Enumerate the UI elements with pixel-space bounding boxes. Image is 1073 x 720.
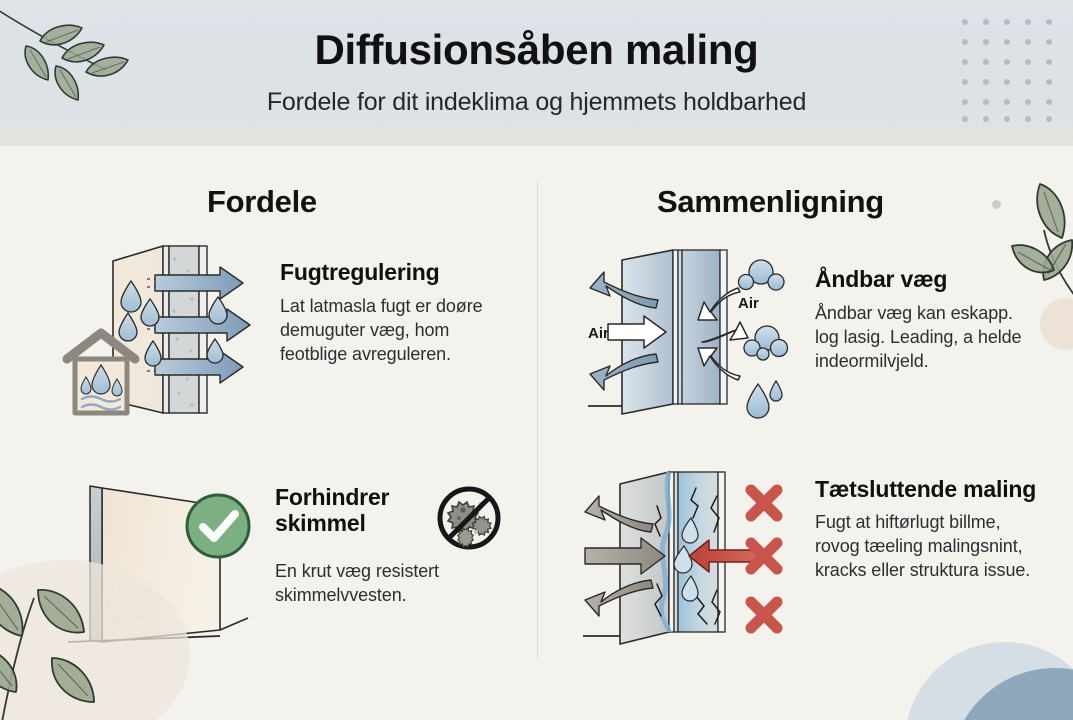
dot-grid-pattern <box>962 19 1052 122</box>
card-text-taetsluttende-maling: Tætsluttende maling Fugt at hiftørlugt b… <box>815 476 1045 583</box>
card-title: Fugtregulering <box>280 259 440 285</box>
column-heading-sammenligning: Sammenligning <box>657 184 884 219</box>
card-text-fugtregulering: Fugtregulering Lat latmasla fugt er doør… <box>280 259 495 367</box>
card-body: En krut væg resistert skimmelvvesten. <box>275 561 439 605</box>
card-body: Lat latmasla fugt er doøre demuguter væg… <box>280 296 483 364</box>
clean-wall-with-check-badge <box>67 485 251 643</box>
card-body: Fugt at hiftørlugt billme, rovog tæeling… <box>815 512 1031 581</box>
breathable-wall-airflow-diagram: Air Air <box>588 249 789 419</box>
house-icon <box>62 328 140 416</box>
header-band: Diffusionsåben maling Fordele for dit in… <box>0 0 1073 146</box>
card-body: Åndbar væg kan eskapp. log lasig. Leadin… <box>815 303 1022 371</box>
card-fugtregulering: Fugtregulering Lat latmasla fugt er doør… <box>55 241 525 436</box>
air-label-right: Air <box>738 295 759 312</box>
sealed-wall-trapped-moisture-diagram <box>583 471 783 645</box>
column-heading-fordele: Fordele <box>207 184 317 219</box>
air-label-left: Air <box>588 325 609 342</box>
column-divider <box>537 182 538 658</box>
card-title: Tætsluttende maling <box>815 476 1037 502</box>
card-title: Åndbar væg <box>815 266 948 292</box>
card-text-forhindrer-skimmel: Forhindrer skimmel <box>275 484 505 608</box>
content-area: Fordele Sammenligning <box>0 146 1073 720</box>
cross-icon-group <box>745 484 783 634</box>
card-text-aandbar-vaeg: Åndbar væg Åndbar væg kan eskapp. log la… <box>815 266 1040 374</box>
page-subtitle: Fordele for dit indeklima og hjemmets ho… <box>266 88 807 116</box>
page-title: Diffusionsåben maling <box>314 26 759 73</box>
card-taetsluttende-maling: Tætsluttende maling Fugt at hiftørlugt b… <box>565 466 1055 666</box>
card-aandbar-vaeg: Air Air Åndbar væg Åndbar væg k <box>570 246 1050 436</box>
card-title: Forhindrer skimmel <box>275 484 390 537</box>
no-mold-icon <box>437 486 501 550</box>
check-circle-icon <box>185 493 251 559</box>
wall-moisture-diffusion-diagram <box>62 245 251 416</box>
card-forhindrer-skimmel: Forhindrer skimmel <box>60 466 530 656</box>
